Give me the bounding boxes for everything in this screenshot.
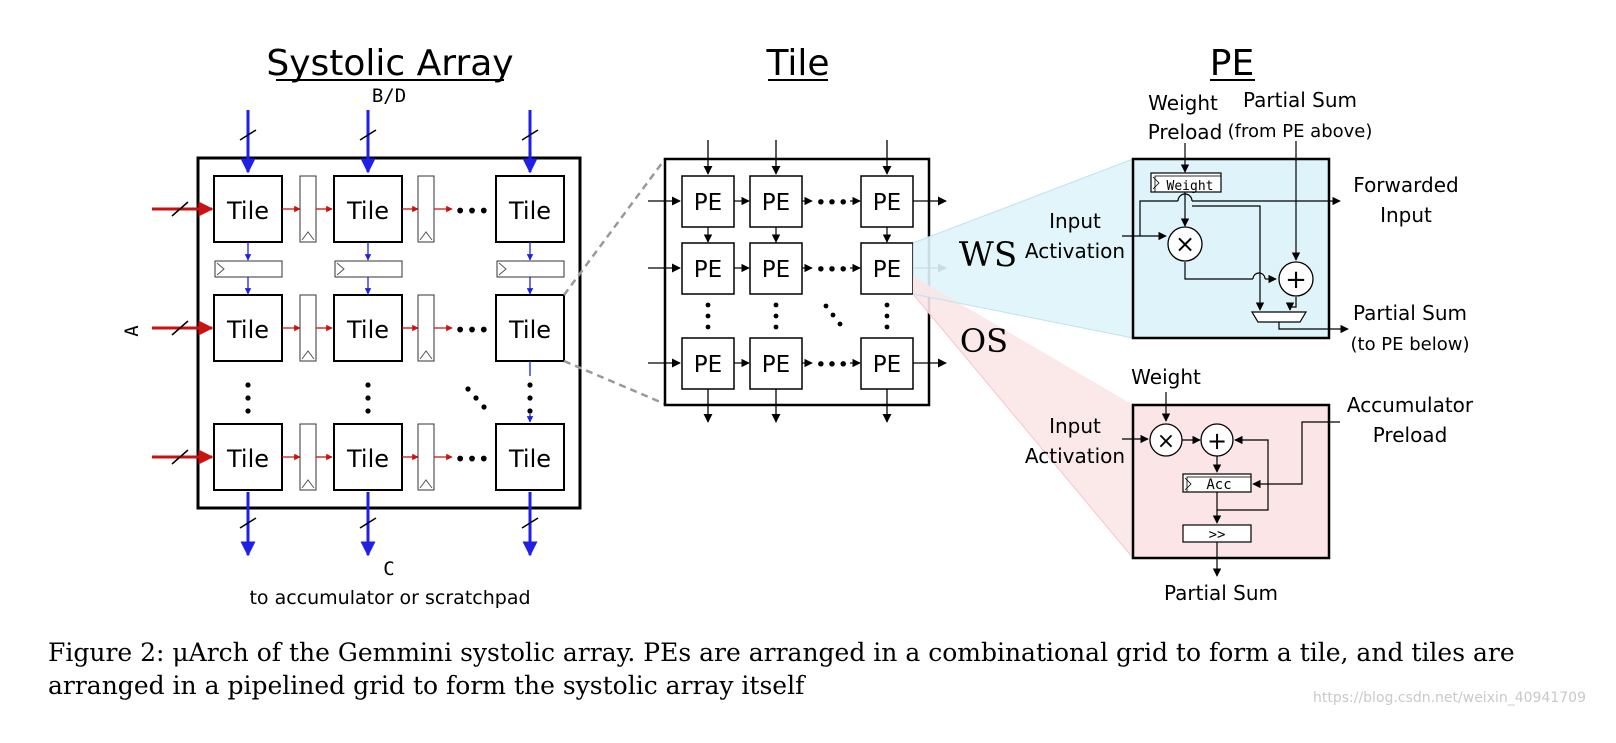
tile-block (495, 423, 565, 491)
pe-label: PE (694, 352, 722, 378)
partial-sum-out-label-2: (to PE below) (1350, 334, 1469, 355)
pe-block (860, 175, 914, 228)
tile-label: Tile (226, 197, 269, 225)
partial-sum-out-label-1: Partial Sum (1353, 301, 1467, 325)
forwarded-input-label-2: Input (1380, 203, 1432, 227)
tile-row-2: Tile Tile ••• Tile (213, 294, 565, 362)
ws-wires (1139, 141, 1341, 311)
tile-label: Tile (226, 316, 269, 344)
tile-block (333, 423, 403, 491)
blue-output-arrows (239, 492, 539, 557)
pe-label: PE (762, 352, 790, 378)
pe-block (749, 337, 803, 390)
pe-grid-row-1: PE PE ••• PE (681, 175, 914, 228)
horizontal-ellipsis: ••• (454, 318, 489, 342)
bd-label: B/D (372, 85, 406, 107)
pe-block (681, 242, 735, 295)
pe-grid-row-3: PE PE ••• PE (681, 337, 914, 390)
zoom-lines (562, 158, 667, 406)
tile-label: Tile (346, 316, 389, 344)
shift-label: >> (1209, 527, 1226, 543)
tile-input-arrows (648, 140, 892, 368)
pe-label: PE (873, 257, 901, 283)
tile-title: Tile (765, 43, 829, 84)
pe-vertical-ellipsis (705, 302, 890, 330)
horizontal-ellipsis: ••• (815, 354, 849, 376)
tile-label: Tile (508, 445, 551, 473)
ws-label: WS (959, 235, 1017, 275)
vertical-ellipsis-group (245, 382, 533, 414)
pipeline-register (214, 260, 283, 278)
os-input-label-2: Activation (1025, 444, 1125, 468)
tile-label: Tile (508, 316, 551, 344)
pipeline-register (334, 260, 403, 278)
ws-mux (1250, 311, 1308, 323)
tile-block (495, 294, 565, 362)
blue-input-arrows (239, 110, 539, 174)
os-weight-label: Weight (1131, 365, 1201, 389)
tile-block (213, 175, 283, 243)
plus-icon: + (1285, 265, 1307, 295)
tile-block (213, 294, 283, 362)
tile-row-1: Tile Tile ••• Tile (213, 175, 565, 243)
pe-label: PE (762, 257, 790, 283)
ws-input-label-1: Input (1049, 209, 1101, 233)
partial-sum-in-label-1: Partial Sum (1243, 88, 1357, 112)
horizontal-ellipsis: ••• (454, 199, 489, 223)
weight-register-label: Weight (1167, 179, 1214, 194)
os-input-label-1: Input (1049, 414, 1101, 438)
pe-label: PE (694, 257, 722, 283)
forwarded-input-label-1: Forwarded (1353, 173, 1458, 197)
add-op (1278, 261, 1314, 297)
red-input-arrows (152, 201, 214, 465)
pe-label: PE (762, 190, 790, 216)
ws-projection (913, 159, 1133, 338)
tile-label: Tile (226, 445, 269, 473)
horizontal-ellipsis: ••• (454, 447, 489, 471)
partial-sum-in-label-2: (from PE above) (1228, 121, 1373, 142)
systolic-array-frame (196, 156, 582, 510)
tile-block (333, 175, 403, 243)
c-label: C (383, 558, 394, 580)
multiply-icon: × (1157, 429, 1175, 454)
figure-caption: Figure 2: μArch of the Gemmini systolic … (48, 638, 1515, 700)
pe-label: PE (873, 352, 901, 378)
pipeline-register (496, 260, 565, 278)
pe-label: PE (694, 190, 722, 216)
acc-register-label: Acc (1206, 477, 1231, 493)
horizontal-ellipsis: ••• (815, 259, 849, 281)
pe-grid-row-2: PE PE ••• PE (681, 242, 914, 295)
tile-row-3: Tile Tile ••• Tile (213, 423, 565, 491)
tile-label: Tile (346, 445, 389, 473)
a-label: A (121, 325, 143, 337)
systolic-array-title: Systolic Array (266, 43, 513, 84)
os-wires (1212, 421, 1340, 577)
pe-block (681, 175, 735, 228)
ws-input-label-2: Activation (1025, 239, 1125, 263)
pe-title: PE (1210, 43, 1254, 84)
weight-preload-label-2: Preload (1148, 120, 1223, 144)
weight-preload-label-1: Weight (1148, 91, 1218, 115)
pe-label: PE (873, 190, 901, 216)
os-partial-sum-label: Partial Sum (1164, 581, 1278, 605)
shift-register (1182, 524, 1252, 543)
acc-preload-label-2: Preload (1373, 423, 1448, 447)
multiply-op (1167, 226, 1203, 262)
multiply-icon: × (1175, 230, 1195, 258)
os-projection (913, 276, 1133, 558)
vertical-pipeline-row (214, 242, 565, 295)
tile-block (213, 423, 283, 491)
to-accumulator-label: to accumulator or scratchpad (249, 587, 530, 609)
os-label: OS (960, 322, 1008, 360)
pe-block (860, 242, 914, 295)
pe-vertical-links (703, 227, 892, 243)
watermark: https://blog.csdn.net/weixin_40941709 (1312, 690, 1586, 706)
tile-label: Tile (508, 197, 551, 225)
plus-icon: + (1207, 427, 1227, 455)
acc-preload-label-1: Accumulator (1347, 393, 1474, 417)
pe-block (860, 337, 914, 390)
horizontal-ellipsis: ••• (815, 192, 849, 214)
tile-label: Tile (346, 197, 389, 225)
